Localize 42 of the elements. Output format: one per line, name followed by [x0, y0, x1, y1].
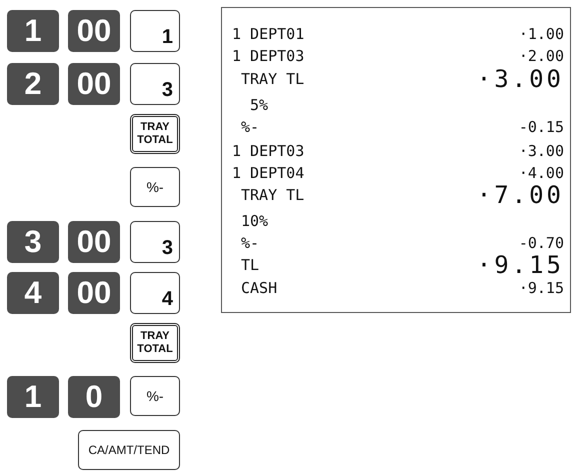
receipt-amount: ·3.00: [518, 142, 564, 160]
receipt-line: 1 DEPT01: [232, 25, 304, 43]
receipt-line: CASH: [241, 279, 278, 297]
receipt-line: %-: [241, 234, 260, 252]
numeric-key: 00: [68, 221, 120, 263]
numeric-key: 00: [68, 272, 120, 314]
department-key: 3: [130, 221, 180, 263]
receipt-line: TRAY TL: [241, 186, 304, 204]
receipt-amount: ·7.00: [476, 184, 564, 206]
receipt-line: 5%: [250, 96, 268, 114]
receipt-line: %-: [241, 118, 260, 136]
receipt-printout: [221, 7, 571, 313]
cash-tender-key: CA/AMT/TEND: [78, 430, 180, 470]
receipt-amount: ·4.00: [518, 164, 564, 182]
numeric-key: 2: [7, 63, 59, 105]
department-key: 1: [130, 10, 180, 52]
receipt-amount: ·9.15: [518, 279, 564, 297]
receipt-amount: ·2.00: [518, 47, 564, 65]
receipt-line: 10%: [241, 212, 268, 230]
function-key: %-: [130, 376, 180, 416]
receipt-amount: -0.70: [518, 234, 564, 252]
tray-total-key: TRAY TOTAL: [130, 114, 180, 154]
receipt-amount: ·9.15: [476, 254, 564, 276]
tray-total-key: TRAY TOTAL: [130, 323, 180, 363]
receipt-amount: ·3.00: [476, 68, 564, 90]
numeric-key: 4: [7, 272, 59, 314]
department-key: 4: [130, 272, 180, 314]
numeric-key: 00: [68, 63, 120, 105]
receipt-amount: ·1.00: [518, 25, 564, 43]
receipt-line: 1 DEPT04: [232, 164, 304, 182]
receipt-line: 1 DEPT03: [232, 47, 304, 65]
numeric-key: 0: [68, 376, 120, 418]
receipt-line: 1 DEPT03: [232, 142, 304, 160]
department-key: 3: [130, 63, 180, 105]
numeric-key: 00: [68, 10, 120, 52]
numeric-key: 1: [7, 10, 59, 52]
numeric-key: 3: [7, 221, 59, 263]
receipt-line: TL: [241, 256, 260, 274]
receipt-line: TRAY TL: [241, 70, 304, 88]
numeric-key: 1: [7, 376, 59, 418]
function-key: %-: [130, 167, 180, 207]
receipt-amount: -0.15: [518, 118, 564, 136]
